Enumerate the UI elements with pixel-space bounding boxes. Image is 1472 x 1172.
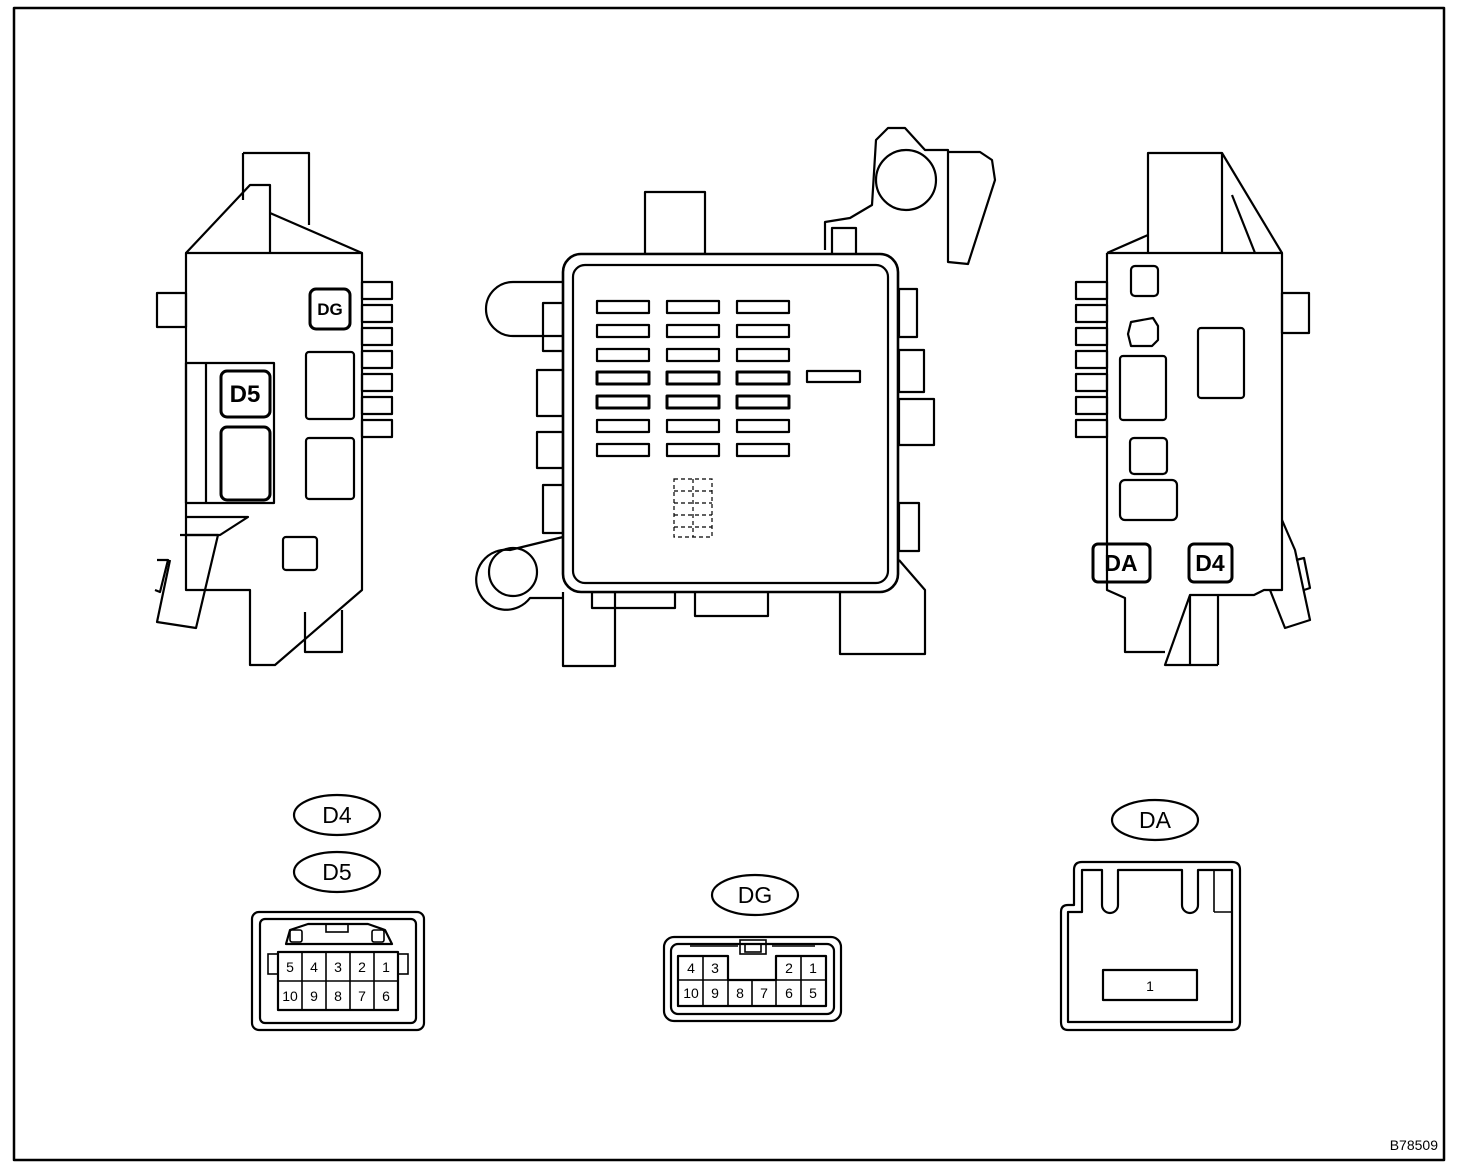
connector-label: D5 (322, 859, 351, 885)
pin-number: 1 (809, 960, 817, 976)
pin-number: 1 (1146, 978, 1154, 994)
dg-tag-box (308, 287, 352, 331)
connector-housing (250, 910, 426, 1032)
pin-number: 3 (711, 960, 719, 976)
connector-label-oval (292, 850, 382, 894)
connector-label: DA (1139, 807, 1172, 833)
pin-number: 8 (736, 985, 744, 1001)
pin-number: 10 (683, 985, 699, 1001)
right-side-view: DA D4 (1074, 151, 1312, 667)
connector-dg: DG 4 3 2 1 10 9 8 7 6 5 (662, 873, 843, 1023)
connector-label: D4 (322, 802, 352, 828)
d4-tag-box (1187, 542, 1234, 584)
d5-tag-label: D5 (230, 381, 261, 408)
d4-tag-label: D4 (1195, 550, 1225, 576)
pin-number: 3 (334, 959, 342, 975)
pin-number: 9 (310, 988, 318, 1004)
da-tag-box (1091, 542, 1152, 584)
connector-housing (1059, 860, 1242, 1032)
pin-number: 4 (687, 960, 695, 976)
pin-number: 6 (382, 988, 390, 1004)
pin-number: 2 (358, 959, 366, 975)
connector-da: DA 1 (1059, 798, 1242, 1032)
pin-number: 7 (760, 985, 768, 1001)
dg-tag-label: DG (317, 300, 343, 319)
pin-number: 2 (785, 960, 793, 976)
pin-number: 7 (358, 988, 366, 1004)
connector-d4-d5: D4 D5 5 4 3 2 1 10 9 8 7 6 (250, 793, 426, 1032)
d5-tag-box (219, 369, 272, 419)
center-front-view (475, 126, 997, 668)
fuse-block-body (561, 252, 900, 594)
pin-number: 4 (310, 959, 318, 975)
pin-number: 6 (785, 985, 793, 1001)
figure-code: B78509 (1390, 1137, 1438, 1153)
figure-border (12, 6, 1446, 1162)
pin-number: 1 (382, 959, 390, 975)
left-side-view: DG D5 (154, 151, 394, 667)
connector-label-oval (710, 873, 800, 917)
pin-number: 8 (334, 988, 342, 1004)
pin-number: 10 (282, 988, 298, 1004)
pin-number: 9 (711, 985, 719, 1001)
pin-number: 5 (286, 959, 294, 975)
da-tag-label: DA (1104, 550, 1137, 576)
connector-label-oval (292, 793, 382, 837)
connector-label: DG (738, 882, 773, 908)
pin-number: 5 (809, 985, 817, 1001)
connector-label-oval (1110, 798, 1200, 842)
connector-housing (662, 935, 843, 1023)
